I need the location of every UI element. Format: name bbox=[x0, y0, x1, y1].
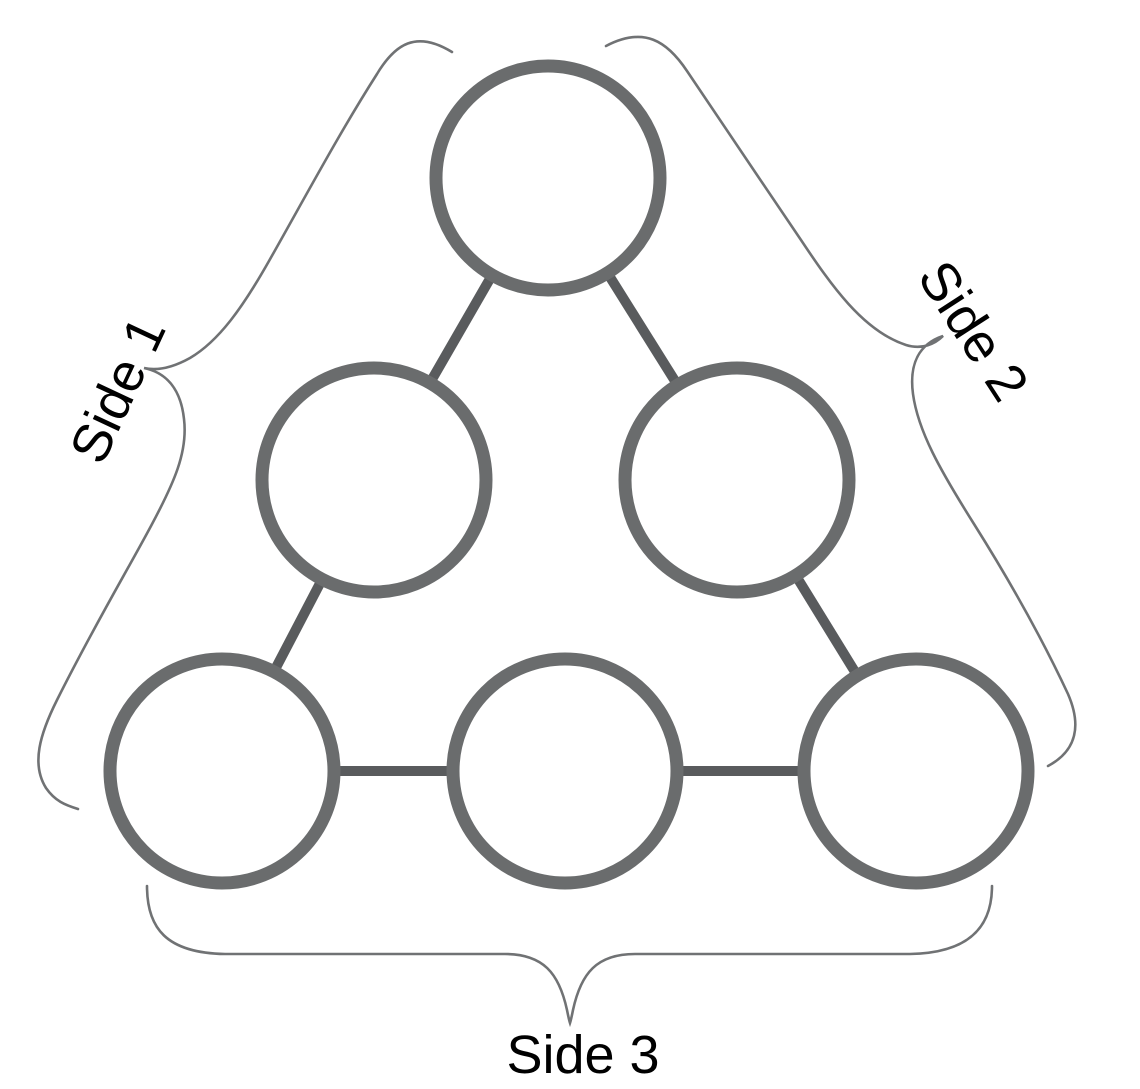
side2-label: Side 2 bbox=[906, 250, 1040, 411]
node-top bbox=[429, 59, 667, 297]
side2-brace-icon bbox=[604, 35, 1077, 768]
node-middle-left bbox=[255, 361, 493, 599]
node-bottom-right bbox=[797, 652, 1035, 890]
node-bottom-left bbox=[103, 652, 341, 890]
braces bbox=[37, 35, 1077, 1028]
side3-brace-icon bbox=[145, 884, 994, 1028]
side3-label: Side 3 bbox=[506, 1025, 659, 1085]
nodes bbox=[103, 59, 1035, 890]
node-bottom-middle bbox=[446, 652, 684, 890]
node-middle-right bbox=[618, 361, 856, 599]
side1-brace-icon bbox=[37, 40, 454, 811]
side1-label: Side 1 bbox=[58, 308, 177, 472]
